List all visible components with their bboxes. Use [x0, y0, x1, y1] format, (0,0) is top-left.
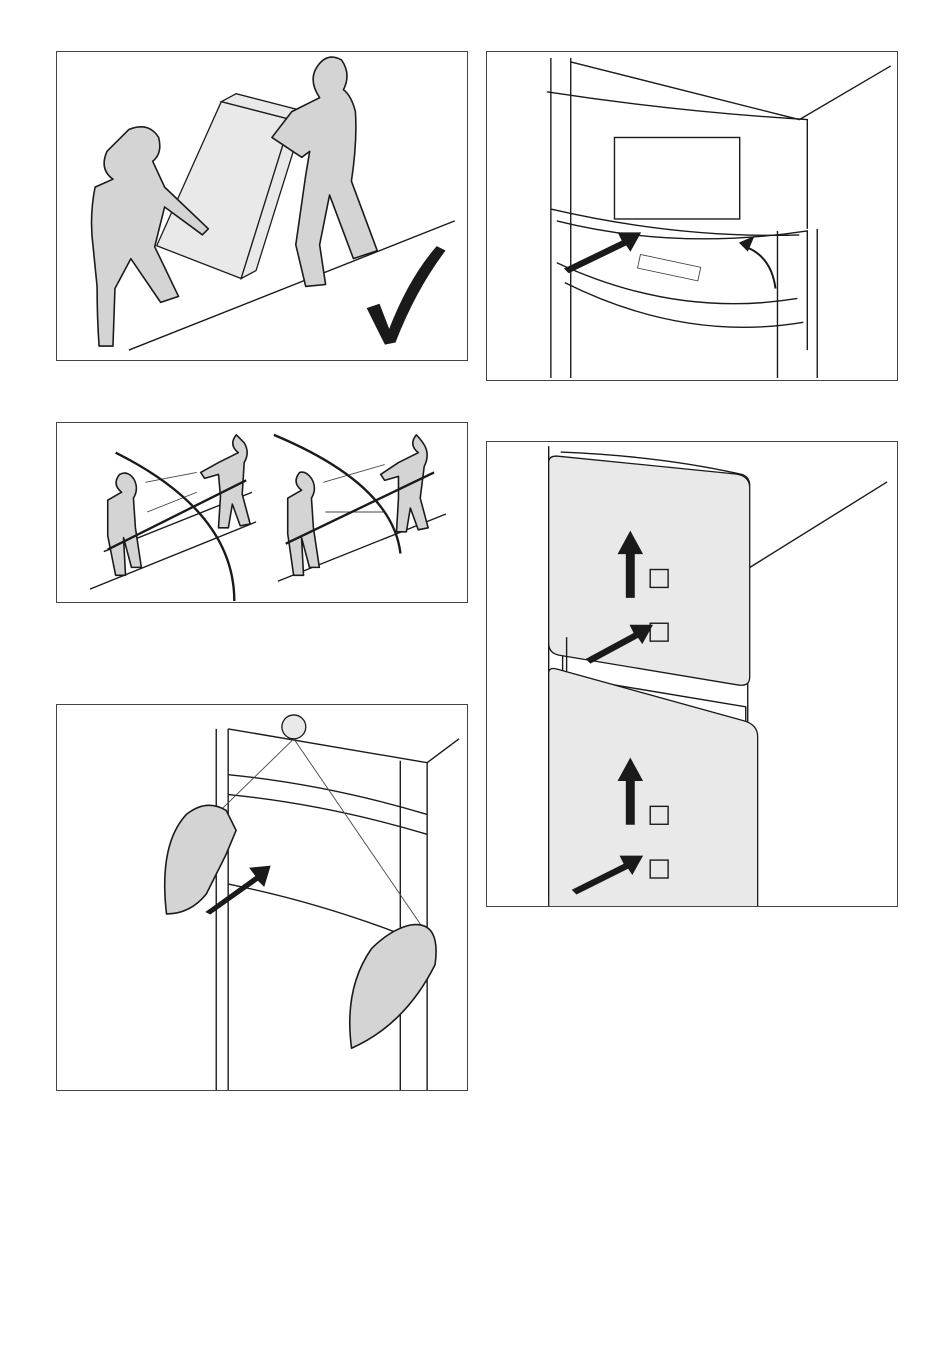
top-panel [549, 456, 750, 685]
callout-circle-icon [282, 715, 306, 739]
figure-panel-removal-steps [486, 441, 898, 907]
door-grip-illustration [57, 705, 467, 1090]
figure-carry-correct [56, 51, 468, 361]
curved-arrow-icon [746, 247, 776, 289]
hand-right [350, 925, 436, 1049]
carry-correct-illustration [57, 52, 467, 360]
carry-incorrect-illustration [57, 423, 467, 602]
person-left-a [108, 473, 142, 575]
person-right-a [288, 472, 320, 575]
cover-window [614, 137, 739, 219]
checkmark-icon [367, 247, 444, 344]
panel-removal-illustration [487, 442, 897, 906]
pull-arrow-icon-2 [565, 233, 641, 273]
figure-top-cover-removal [486, 51, 898, 381]
person-right [272, 57, 377, 286]
top-cover-illustration [487, 52, 897, 380]
figure-door-front-grip [56, 704, 468, 1091]
figure-carry-incorrect [56, 422, 468, 603]
